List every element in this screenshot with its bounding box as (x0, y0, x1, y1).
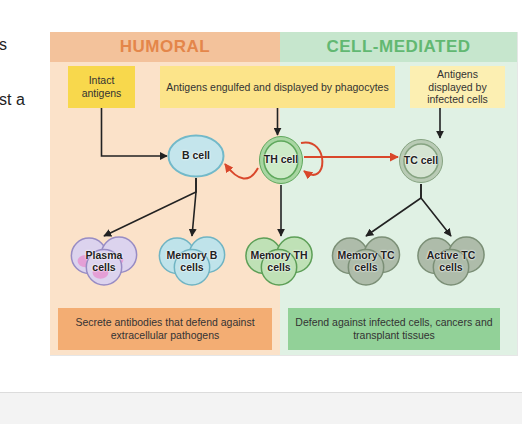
b-cell: B cell (167, 134, 225, 178)
plasma-cell-cluster: Plasma cells (70, 236, 138, 288)
slide-text-fragment: st a (0, 91, 25, 109)
cell-label: Plasma cells (75, 250, 133, 273)
cell-body (169, 136, 224, 177)
cell-label: TH cell (263, 154, 299, 166)
outcome-box: Secrete antibodies that defend against e… (58, 308, 272, 350)
cell-label: B cell (172, 150, 220, 162)
antigen-box: Antigens displayed by infected cells (410, 66, 505, 108)
diagram-frame (51, 33, 518, 356)
footer-line (0, 392, 522, 393)
flow-arrow (280, 185, 282, 236)
box-text: Antigens displayed by infected cells (416, 68, 499, 106)
signal-arrow (301, 143, 322, 175)
flow-arrow (104, 178, 196, 236)
cell-label: Memory B cells (163, 250, 221, 273)
cytotoxic-t-cell: TC cell (398, 138, 444, 184)
cell-ring (260, 137, 303, 184)
flow-arrow (366, 184, 421, 236)
flow-arrow (277, 108, 279, 135)
box-text: Intact antigens (74, 74, 129, 99)
cell-label: Active TC cells (421, 250, 481, 273)
antigen-box: Antigens engulfed and displayed by phago… (160, 66, 395, 108)
cell-label: TC cell (403, 155, 439, 167)
region-heading: HUMORAL (50, 32, 280, 62)
flow-arrow (192, 178, 196, 236)
box-text: Secrete antibodies that defend against e… (64, 316, 266, 341)
helper-t-cell: TH cell (258, 135, 304, 185)
memory-b-cell-cluster: Memory B cells (158, 236, 226, 288)
box-text: Antigens engulfed and displayed by phago… (166, 81, 388, 94)
cell-label: Memory TH cells (249, 250, 309, 273)
flow-arrow (439, 108, 441, 138)
flow-arrow (102, 108, 168, 156)
footer-band (0, 392, 522, 424)
outcome-box: Defend against infected cells, cancers a… (288, 308, 500, 350)
flow-arrow (421, 184, 451, 236)
memory-tc-cell-cluster: Memory TC cells (330, 236, 402, 288)
slide-text-fragment: s (0, 36, 7, 54)
signal-arrow (225, 164, 258, 179)
box-text: Defend against infected cells, cancers a… (294, 316, 494, 341)
region-heading: CELL-MEDIATED (280, 32, 517, 62)
cell-body (264, 141, 298, 179)
cell-body (404, 144, 438, 178)
memory-th-cell-cluster: Memory TH cells (244, 236, 314, 288)
cell-ring (400, 140, 443, 183)
cell-label: Memory TC cells (335, 250, 397, 273)
signal-arrow (304, 156, 398, 158)
active-tc-cell-cluster: Active TC cells (416, 236, 486, 288)
antigen-box: Intact antigens (68, 66, 135, 108)
